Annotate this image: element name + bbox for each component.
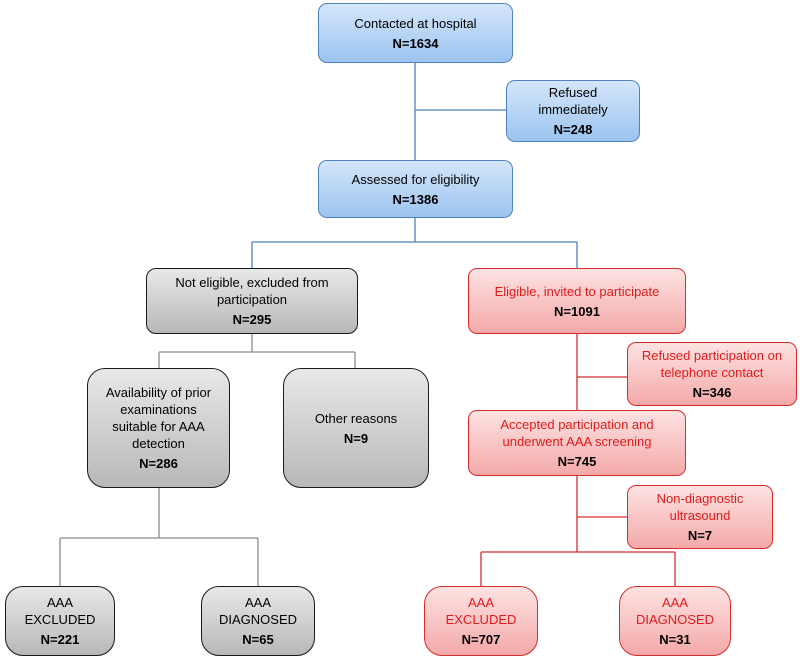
node-label: Refused participation on telephone conta…: [641, 348, 783, 380]
blue-connectors: [251, 63, 578, 268]
node-label: Other reasons: [314, 410, 398, 426]
eligible-invited-box: Eligible, invited to participate N=1091: [468, 268, 686, 334]
node-count: N=707: [461, 632, 501, 647]
node-label: AAA DIAGNOSED: [218, 595, 297, 627]
node-count: N=346: [692, 385, 732, 400]
node-label: Eligible, invited to participate: [494, 283, 660, 299]
gray-aaa-diagnosed-box: AAA DIAGNOSED N=65: [201, 586, 315, 656]
node-count: N=31: [659, 632, 691, 647]
node-count: N=65: [242, 632, 274, 647]
refused-immediately-box: Refused immediately N=248: [506, 80, 640, 142]
assessed-for-eligibility-box: Assessed for eligibility N=1386: [318, 160, 513, 218]
node-count: N=221: [40, 632, 80, 647]
not-eligible-box: Not eligible, excluded from participatio…: [146, 268, 358, 334]
prior-examinations-box: Availability of prior examinations suita…: [87, 368, 230, 488]
node-count: N=1634: [392, 35, 439, 51]
node-label: Refused immediately: [538, 85, 608, 117]
node-count: N=745: [557, 454, 597, 469]
node-label: Non-diagnostic ultrasound: [656, 491, 744, 523]
node-label: Accepted participation and underwent AAA…: [500, 417, 654, 449]
node-label: AAA DIAGNOSED: [635, 595, 714, 627]
node-count: N=1091: [554, 303, 600, 319]
node-count: N=7: [687, 528, 713, 543]
node-label: AAA EXCLUDED: [24, 595, 96, 627]
red-aaa-excluded-box: AAA EXCLUDED N=707: [424, 586, 538, 656]
gray-connectors: [59, 334, 356, 586]
node-label: Contacted at hospital: [354, 15, 477, 31]
node-count: N=248: [553, 122, 593, 137]
contacted-at-hospital-box: Contacted at hospital N=1634: [318, 3, 513, 63]
node-count: N=9: [343, 430, 369, 446]
accepted-participation-box: Accepted participation and underwent AAA…: [468, 410, 686, 476]
node-count: N=1386: [392, 191, 439, 207]
node-label: Availability of prior examinations suita…: [105, 385, 212, 451]
gray-aaa-excluded-box: AAA EXCLUDED N=221: [5, 586, 115, 656]
node-count: N=295: [232, 312, 272, 327]
node-label: Not eligible, excluded from participatio…: [175, 275, 329, 307]
other-reasons-box: Other reasons N=9: [283, 368, 429, 488]
node-label: Assessed for eligibility: [351, 171, 480, 187]
node-label: AAA EXCLUDED: [445, 595, 517, 627]
non-diagnostic-ultrasound-box: Non-diagnostic ultrasound N=7: [627, 485, 773, 549]
red-connectors: [480, 334, 676, 586]
refused-telephone-box: Refused participation on telephone conta…: [627, 342, 797, 406]
red-aaa-diagnosed-box: AAA DIAGNOSED N=31: [619, 586, 731, 656]
node-count: N=286: [139, 456, 178, 471]
